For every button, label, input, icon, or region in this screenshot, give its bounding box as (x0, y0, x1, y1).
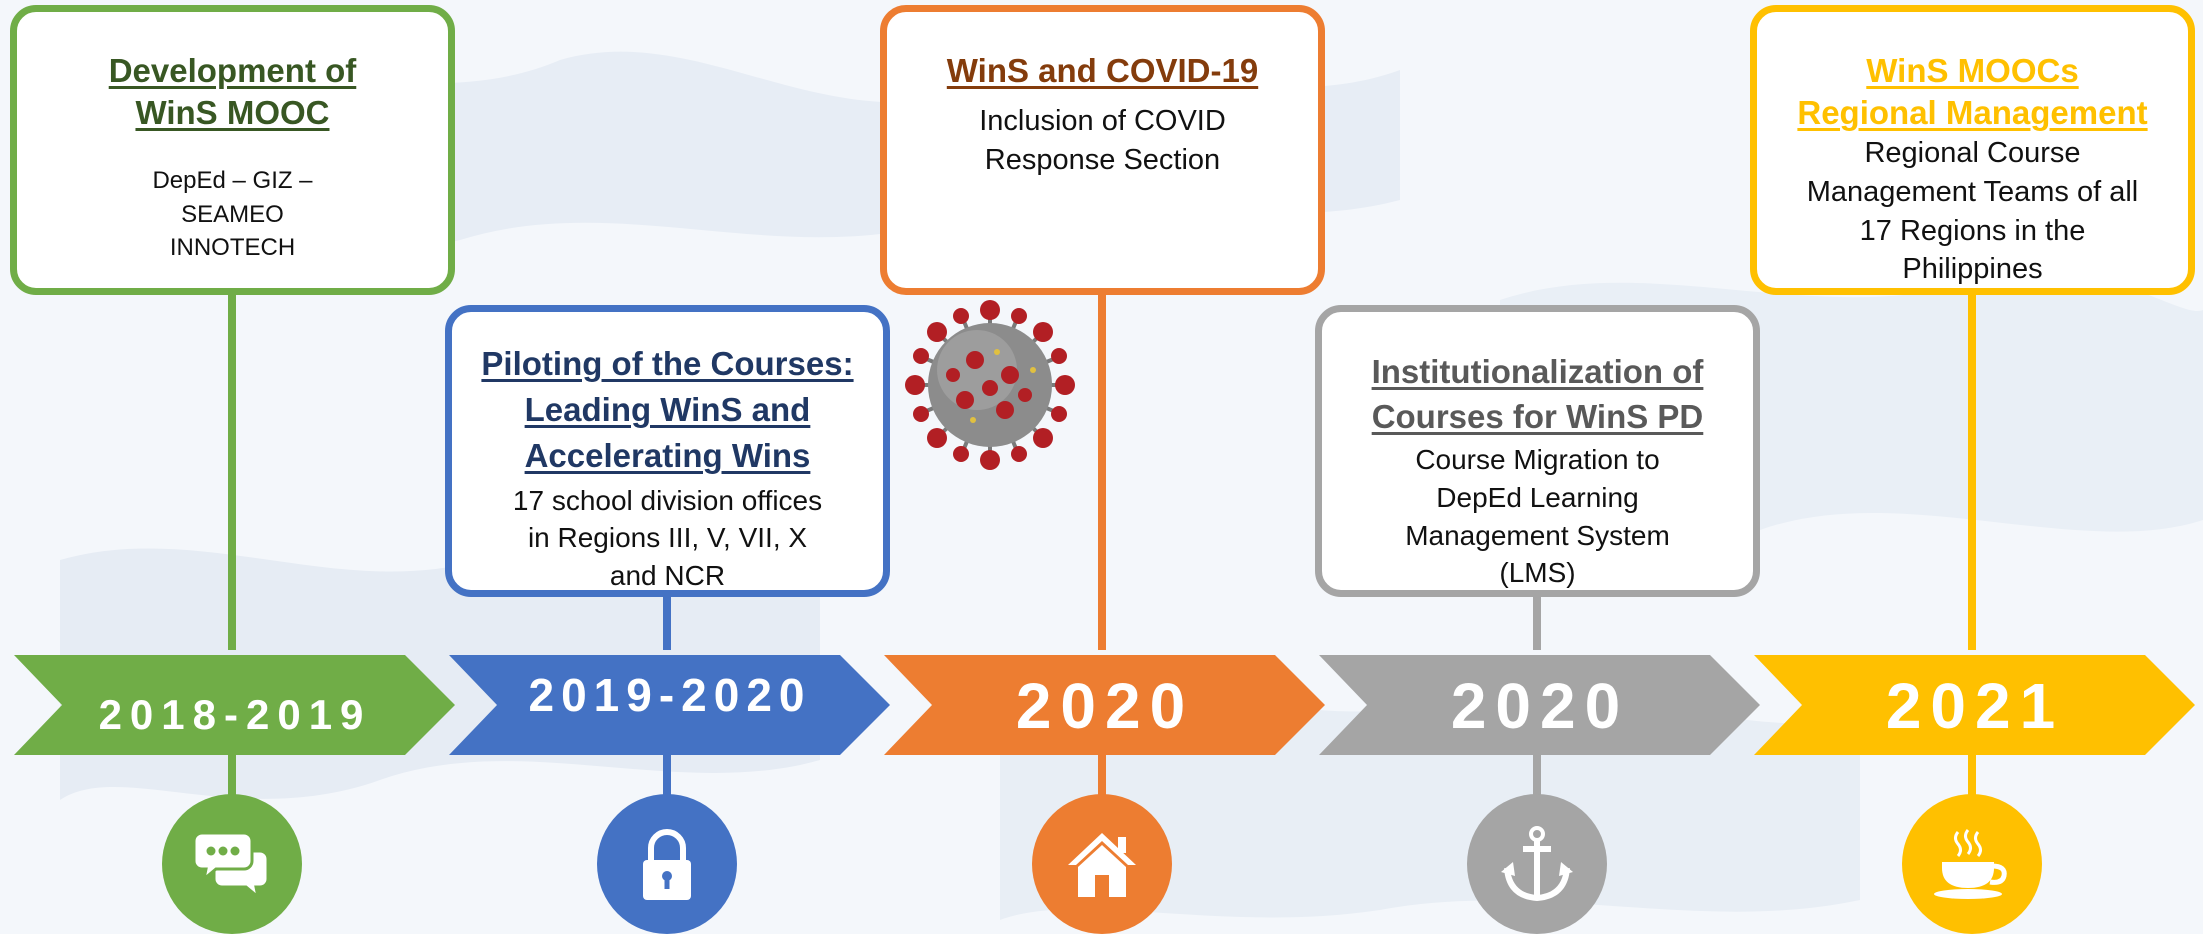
milestone-title: Institutionalization of Courses for WinS… (1371, 353, 1704, 435)
timeline-arrow (1319, 655, 1760, 755)
milestone-title: Piloting of the Courses: Leading WinS an… (481, 345, 854, 475)
coffee-cup-icon (1934, 829, 2007, 899)
icon-circle (1467, 794, 1607, 934)
milestone-description: Course Migration to DepEd Learning Manag… (1405, 444, 1670, 589)
milestone-card: WinS and COVID-19 Inclusion of COVID Res… (880, 5, 1325, 295)
timeline-arrow (1754, 655, 2195, 755)
chat-icon (192, 831, 270, 899)
milestone-description: Inclusion of COVID Response Section (979, 105, 1226, 176)
year-label: 2018-2019 (98, 691, 372, 738)
milestone-card: Institutionalization of Courses for WinS… (1315, 305, 1760, 597)
year-label: 2020 (1015, 670, 1195, 742)
icon-circle (597, 794, 737, 934)
timeline-arrow (14, 655, 455, 755)
anchor-icon (1501, 826, 1573, 902)
connector-line (228, 290, 236, 650)
icon-circle (1032, 794, 1172, 934)
milestone-card: Development of WinS MOOC DepEd – GIZ – S… (10, 5, 455, 295)
milestone-title: WinS MOOCs Regional Management (1797, 52, 2148, 132)
timeline-arrow (884, 655, 1325, 755)
milestone-description: DepEd – GIZ – SEAMEO INNOTECH (152, 167, 313, 261)
connector-line (1098, 750, 1106, 800)
coronavirus-image (905, 300, 1075, 470)
icon-circle (1902, 794, 2042, 934)
year-label: 2020 (1450, 670, 1630, 742)
icon-circle (162, 794, 302, 934)
connector-line (663, 590, 671, 650)
connector-line (1533, 590, 1541, 650)
connector-line (1098, 290, 1106, 650)
year-label: 2019-2020 (528, 669, 812, 721)
year-label: 2021 (1885, 670, 2065, 742)
connector-line (663, 750, 671, 800)
timeline-arrow (449, 655, 890, 755)
milestone-card: Piloting of the Courses: Leading WinS an… (445, 305, 890, 597)
milestone-title: WinS and COVID-19 (946, 52, 1259, 89)
milestone-description: Regional Course Management Teams of all … (1806, 137, 2139, 286)
lock-icon (643, 829, 691, 900)
milestone-card: WinS MOOCs Regional Management Regional … (1750, 5, 2195, 295)
connector-line (1968, 290, 1976, 650)
home-icon (1068, 833, 1136, 897)
milestone-title: Development of WinS MOOC (108, 52, 357, 132)
connector-line (1533, 750, 1541, 800)
connector-line (1968, 750, 1976, 800)
timeline-arrows (14, 655, 2195, 755)
connector-line (228, 750, 236, 800)
milestone-description: 17 school division offices in Regions II… (512, 484, 823, 592)
